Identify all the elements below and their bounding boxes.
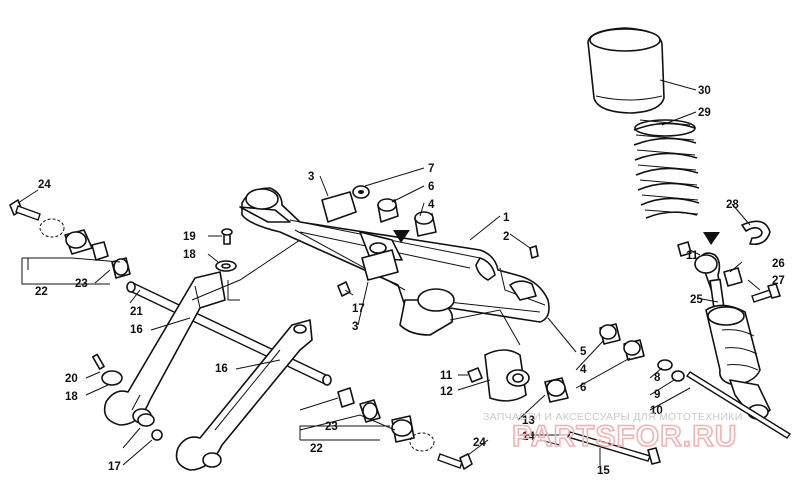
- callout-13: 13: [522, 415, 535, 427]
- callout-1: 1: [503, 212, 510, 224]
- a-arm-assembly: [239, 187, 550, 336]
- limiter-strap-right: [175, 319, 313, 471]
- callout-16: 16: [215, 363, 228, 375]
- callout-27: 27: [772, 275, 785, 287]
- watermark-site: PARTSFOR.RU: [512, 420, 737, 453]
- callout-30: 30: [698, 85, 711, 97]
- callout-3: 3: [352, 321, 358, 333]
- spring-retainer-clip: [741, 220, 771, 246]
- callout-19: 19: [183, 231, 196, 243]
- callout-17: 17: [352, 303, 365, 315]
- arrow-down-icon: [393, 230, 410, 243]
- bushing-13: [544, 377, 569, 403]
- callout-10: 10: [650, 405, 663, 417]
- callout-18: 18: [183, 249, 196, 261]
- callout-24: 24: [38, 179, 51, 191]
- callout-labels: 1 2 3 3 4 4 5 6 6 7 8 9 10 11 11 12 13 1…: [35, 85, 785, 477]
- arrow-down-icon: [703, 232, 720, 245]
- callout-22: 22: [35, 286, 48, 298]
- callout-23: 23: [325, 421, 338, 433]
- callout-17: 17: [108, 461, 121, 473]
- callout-14: 14: [522, 431, 535, 443]
- callout-29: 29: [698, 107, 711, 119]
- spacer-26: [723, 267, 743, 287]
- shock-spring: [633, 119, 700, 219]
- washer-18-upper: [215, 260, 237, 272]
- nut-11-left: [467, 367, 483, 383]
- callout-8: 8: [654, 372, 661, 384]
- callout-7: 7: [428, 163, 434, 175]
- washer-dashed-left: [39, 218, 65, 238]
- callout-18: 18: [65, 391, 78, 403]
- nut-11-right: [677, 241, 692, 257]
- bolt-19: [221, 228, 233, 245]
- callout-6: 6: [428, 181, 434, 193]
- callout-12: 12: [440, 386, 453, 398]
- bushing-23-upper: [64, 229, 131, 279]
- callout-9: 9: [654, 389, 660, 401]
- shock-bolt-long: [685, 371, 792, 439]
- callout-25: 25: [690, 294, 703, 306]
- callout-15: 15: [597, 465, 610, 477]
- callout-11: 11: [440, 370, 453, 382]
- shock-mount-bracket: [484, 349, 530, 402]
- bolt-24-bottom: [437, 453, 473, 470]
- callout-11: 11: [686, 250, 699, 262]
- shock-boot: [587, 27, 665, 114]
- callout-3: 3: [308, 171, 314, 183]
- grease-fitting-2: [529, 245, 539, 259]
- callout-26: 26: [772, 258, 785, 270]
- callout-2: 2: [503, 231, 509, 243]
- washer-20-18-lower: [91, 353, 163, 441]
- bushing-23-lower: [337, 387, 415, 443]
- bolt-27: [751, 283, 781, 303]
- callout-24: 24: [473, 437, 486, 449]
- callout-16: 16: [130, 324, 143, 336]
- limiter-strap-left: [103, 271, 226, 426]
- bolt-24-top: [9, 199, 41, 221]
- callout-6: 6: [580, 382, 586, 394]
- watermark-caption: ЗАПЧАСТИ И АКСЕССУАРЫ ДЛЯ МОТОТЕХНИКИ: [483, 411, 743, 423]
- shock-body: [694, 252, 771, 420]
- callout-28: 28: [726, 199, 739, 211]
- right-bushings-4-5-6: [599, 323, 685, 382]
- callout-22: 22: [310, 443, 323, 455]
- callout-5: 5: [580, 346, 587, 358]
- callout-4: 4: [428, 199, 435, 211]
- callout-20: 20: [65, 373, 78, 385]
- leader-lines: [17, 79, 761, 466]
- callout-23: 23: [75, 278, 88, 290]
- washer-dashed-right: [409, 432, 435, 452]
- pivot-bushings-upper: [321, 185, 437, 297]
- callout-4: 4: [580, 364, 587, 376]
- callout-21: 21: [130, 306, 143, 318]
